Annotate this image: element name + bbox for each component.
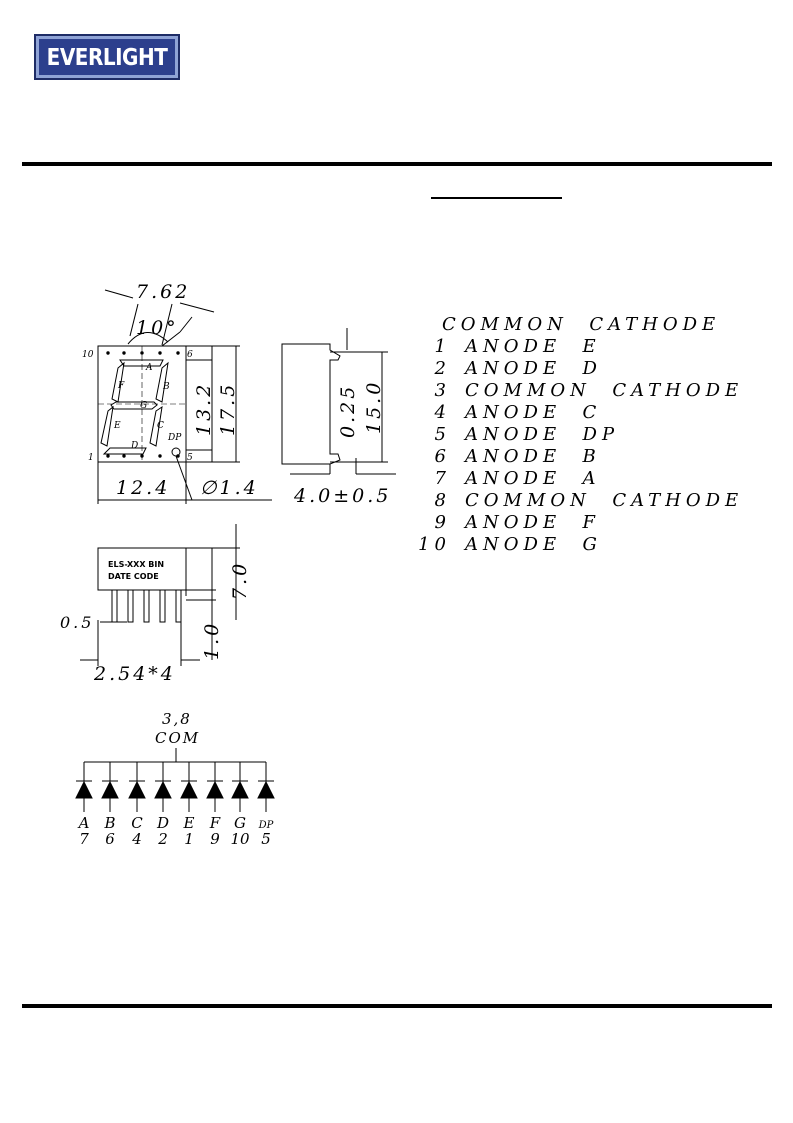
common-pins: 3,8 xyxy=(162,710,192,728)
segment-c xyxy=(149,405,163,447)
pin-number: 5 xyxy=(434,424,451,445)
dim-7-0: 7.0 xyxy=(229,561,251,600)
segment-e xyxy=(100,405,114,447)
circuit-pin-label: 6 xyxy=(105,830,115,848)
pin-description: ANODE A xyxy=(465,468,601,489)
circuit-segment-label: E xyxy=(183,814,195,832)
bottom-body xyxy=(97,547,187,591)
seg-label-d: D xyxy=(130,441,138,451)
pinout-row: 2 ANODE D xyxy=(415,358,743,380)
common-label: COM xyxy=(155,729,200,747)
circuit-pin-label: 2 xyxy=(157,830,168,848)
circuit-segment-label: D xyxy=(156,814,169,832)
pin-description: ANODE C xyxy=(465,402,602,423)
everlight-logo: EVERLIGHT xyxy=(34,34,180,80)
seg-label-e: E xyxy=(113,421,121,431)
dim-15-0: 15.0 xyxy=(363,380,385,434)
top-rule xyxy=(22,162,772,166)
marking-line-2: DATE CODE xyxy=(108,572,159,581)
pin-label-1: 1 xyxy=(88,453,94,463)
circuit-pin-label: 9 xyxy=(210,830,220,848)
pinout-row: 6 ANODE B xyxy=(415,446,743,468)
seg-label-b: B xyxy=(162,382,170,392)
title-underline xyxy=(431,197,562,199)
circuit-pin-label: 7 xyxy=(79,830,89,848)
bottom-pins xyxy=(111,589,182,623)
side-body xyxy=(281,343,341,465)
pin-number: 8 xyxy=(434,490,451,511)
circuit-segment-label: A xyxy=(77,814,90,832)
pinout-row: 3 COMMON CATHODE xyxy=(415,380,743,402)
circuit-segment-label: DP xyxy=(258,820,274,831)
dim-12-4: 12.4 xyxy=(116,477,170,499)
pin-label-6: 6 xyxy=(187,350,193,360)
segment-d xyxy=(102,447,147,455)
pin-description: ANODE B xyxy=(465,446,601,467)
seg-label-dp: DP xyxy=(167,433,182,443)
seg-label-c: C xyxy=(157,421,164,431)
circuit-segment-label: B xyxy=(103,814,115,832)
pin-description: ANODE E xyxy=(465,336,601,357)
pin-description: ANODE DP xyxy=(465,424,620,445)
dim-13-2: 13.2 xyxy=(193,382,215,436)
dim-7-62: 7.62 xyxy=(136,281,190,303)
dim-1-0: 1.0 xyxy=(201,621,223,660)
pin-number: 6 xyxy=(434,446,451,467)
pinout-row: 5 ANODE DP xyxy=(415,424,743,446)
pin-description: COMMON CATHODE xyxy=(465,380,744,401)
pinout-row: 1 ANODE E xyxy=(415,336,743,358)
seg-label-g: G xyxy=(140,401,147,411)
pinout-row: 4 ANODE C xyxy=(415,402,743,424)
dim-2-54x4: 2.54*4 xyxy=(93,663,176,685)
pin-label-5: 5 xyxy=(187,453,193,463)
dim-hole: ∅1.4 xyxy=(200,477,259,499)
pin-number: 3 xyxy=(434,380,451,401)
pin-number: 1 xyxy=(434,336,451,357)
segment-g xyxy=(110,401,158,410)
circuit-segment-label: C xyxy=(131,814,143,832)
circuit-segment-label: F xyxy=(209,814,221,832)
dim-angle: 10° xyxy=(136,317,179,339)
seg-label-a: A xyxy=(145,363,153,373)
circuit-pin-label: 10 xyxy=(230,830,250,848)
pinout-row: 8 COMMON CATHODE xyxy=(415,490,743,512)
pinout-header: COMMON CATHODE xyxy=(442,314,721,335)
pinout-row: 7 ANODE A xyxy=(415,468,743,490)
circuit-pin-label: 4 xyxy=(131,830,142,848)
circuit-segment-label: G xyxy=(234,814,246,832)
logo-text: EVERLIGHT xyxy=(46,43,168,71)
pin-number: 4 xyxy=(434,402,451,423)
seg-label-f: F xyxy=(117,381,125,391)
dim-0-25: 0.25 xyxy=(337,384,359,438)
pin-description: ANODE G xyxy=(465,534,602,555)
dim-17-5: 17.5 xyxy=(217,382,239,436)
pin-number: 2 xyxy=(434,358,451,379)
pinout-row: 10 ANODE G xyxy=(415,534,743,556)
segment-a xyxy=(119,359,164,367)
bottom-rule xyxy=(22,1004,772,1008)
pin-description: COMMON CATHODE xyxy=(465,490,744,511)
marking-line-1: ELS-XXX BIN xyxy=(108,560,164,569)
pin-description: ANODE F xyxy=(465,512,601,533)
segment-b xyxy=(155,361,169,403)
pin-number: 7 xyxy=(434,468,451,489)
pin-number: 10 xyxy=(418,534,451,555)
dim-0-5: 0.5 xyxy=(60,613,94,632)
dim-4-0: 4.0±0.5 xyxy=(293,485,391,507)
pin-label-10: 10 xyxy=(82,350,94,360)
circuit-pin-label: 5 xyxy=(261,830,271,848)
pinout-row: 9 ANODE F xyxy=(415,512,743,534)
pin-number: 9 xyxy=(434,512,451,533)
pin-description: ANODE D xyxy=(465,358,602,379)
circuit-pin-label: 1 xyxy=(184,830,194,848)
